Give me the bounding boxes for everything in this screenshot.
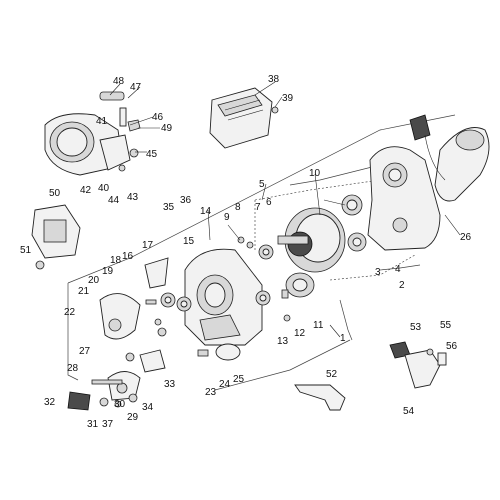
center-gear-housing bbox=[184, 248, 263, 361]
callout-26: 26 bbox=[460, 232, 472, 243]
callout-20: 20 bbox=[88, 275, 100, 286]
callout-55: 55 bbox=[440, 320, 452, 331]
callout-51: 51 bbox=[20, 245, 32, 256]
callout-2: 2 bbox=[399, 280, 405, 291]
callout-56: 56 bbox=[446, 341, 458, 352]
callout-45: 45 bbox=[146, 149, 158, 160]
starter-motor bbox=[409, 114, 490, 202]
callout-29: 29 bbox=[127, 412, 139, 423]
callout-34: 34 bbox=[142, 402, 154, 413]
callout-18: 18 bbox=[110, 255, 122, 266]
callout-44: 44 bbox=[108, 195, 120, 206]
callout-35: 35 bbox=[163, 202, 175, 213]
callout-14: 14 bbox=[200, 206, 212, 217]
callout-30: 30 bbox=[114, 399, 126, 410]
callout-49: 49 bbox=[161, 123, 173, 134]
callout-labels: 1 2 3 4 5 6 7 8 9 10 11 12 13 14 15 16 1… bbox=[20, 74, 472, 430]
callout-1: 1 bbox=[340, 333, 346, 344]
callout-24: 24 bbox=[219, 379, 231, 390]
callout-9: 9 bbox=[224, 212, 230, 223]
callout-21: 21 bbox=[78, 286, 90, 297]
callout-39: 39 bbox=[282, 93, 294, 104]
callout-3: 3 bbox=[375, 267, 381, 278]
callout-5: 5 bbox=[259, 179, 265, 190]
callout-41: 41 bbox=[96, 116, 108, 127]
callout-28: 28 bbox=[67, 363, 79, 374]
callout-32: 32 bbox=[44, 397, 56, 408]
callout-11: 11 bbox=[313, 320, 324, 331]
callout-15: 15 bbox=[183, 236, 195, 247]
callout-50: 50 bbox=[49, 188, 61, 199]
callout-47: 47 bbox=[130, 82, 142, 93]
callout-12: 12 bbox=[294, 328, 306, 339]
callout-10: 10 bbox=[309, 168, 321, 179]
callout-7: 7 bbox=[255, 202, 261, 213]
intermediate-gear bbox=[255, 272, 315, 322]
callout-23: 23 bbox=[205, 387, 217, 398]
sensor-parts bbox=[294, 341, 447, 411]
callout-46: 46 bbox=[152, 112, 164, 123]
callout-38: 38 bbox=[268, 74, 280, 85]
callout-53: 53 bbox=[410, 322, 422, 333]
callout-48: 48 bbox=[113, 76, 125, 87]
callout-27: 27 bbox=[79, 346, 91, 357]
main-gear-assembly bbox=[237, 207, 346, 273]
callout-16: 16 bbox=[122, 251, 134, 262]
callout-8: 8 bbox=[235, 202, 241, 213]
callout-22: 22 bbox=[64, 307, 76, 318]
callout-4: 4 bbox=[395, 264, 401, 275]
callout-52: 52 bbox=[326, 369, 338, 380]
ecu-module bbox=[209, 87, 279, 149]
callout-13: 13 bbox=[277, 336, 289, 347]
lower-left-parts bbox=[67, 371, 141, 411]
leader-lines bbox=[109, 81, 461, 338]
callout-36: 36 bbox=[180, 195, 192, 206]
callout-54: 54 bbox=[403, 406, 415, 417]
callout-17: 17 bbox=[142, 240, 154, 251]
callout-31: 31 bbox=[87, 419, 99, 430]
callout-33: 33 bbox=[164, 379, 176, 390]
rear-housing bbox=[341, 146, 441, 252]
callout-19: 19 bbox=[102, 266, 114, 277]
callout-25: 25 bbox=[233, 374, 245, 385]
callout-37: 37 bbox=[102, 419, 114, 430]
callout-42: 42 bbox=[80, 185, 92, 196]
left-side-parts bbox=[99, 257, 192, 373]
callout-40: 40 bbox=[98, 183, 110, 194]
throttle-body-assembly bbox=[44, 91, 141, 176]
mounting-bracket bbox=[31, 204, 81, 270]
callout-43: 43 bbox=[127, 192, 139, 203]
callout-6: 6 bbox=[266, 197, 272, 208]
